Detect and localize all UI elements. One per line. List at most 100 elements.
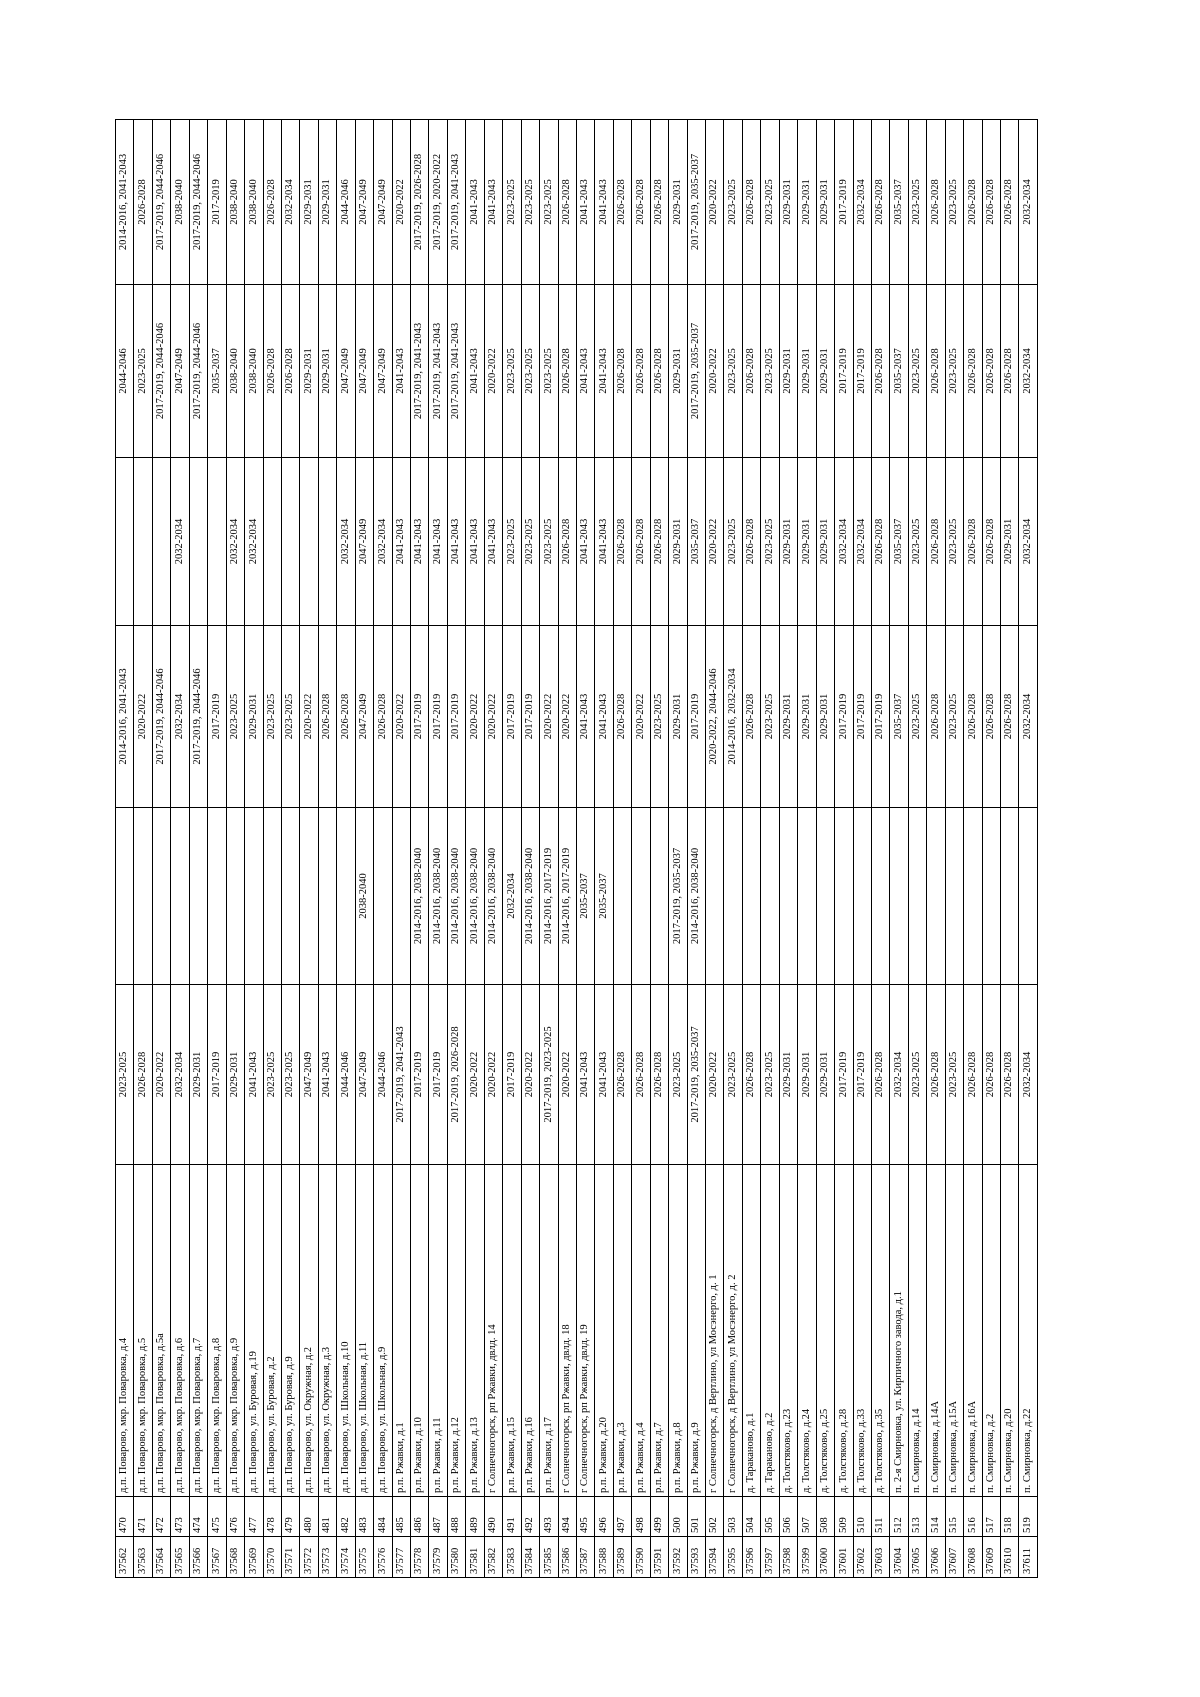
cell-period-col-4: 2032-2034 <box>373 457 393 626</box>
cell-period-col-6: 2026-2028 <box>963 119 983 285</box>
cell-period-col-5: 2032-2034 <box>1018 284 1038 458</box>
cell-period-col-3: 2026-2028 <box>1000 625 1019 808</box>
cell-record-id: 37565 <box>170 1536 190 1578</box>
cell-period-col-1: 2029-2031 <box>189 984 208 1165</box>
cell-row-number: 491 <box>502 1496 522 1537</box>
cell-period-col-6: 2032-2034 <box>1018 119 1038 285</box>
cell-period-col-5: 2047-2049 <box>170 284 190 458</box>
cell-period-col-6: 2026-2028 <box>982 119 1001 285</box>
cell-period-col-6: 2041-2043 <box>465 119 485 285</box>
cell-period-col-1: 2017-2019 <box>207 984 227 1165</box>
cell-period-col-5: 2029-2031 <box>318 284 337 458</box>
cell-record-id: 37567 <box>207 1536 227 1578</box>
cell-period-col-3: 2026-2028 <box>926 625 946 808</box>
cell-record-id: 37604 <box>889 1536 909 1578</box>
cell-row-number: 475 <box>207 1496 227 1537</box>
cell-period-col-2: 2032-2034 <box>502 807 522 985</box>
cell-period-col-2 <box>760 807 780 985</box>
cell-period-col-3: 2026-2028 <box>742 625 761 808</box>
cell-row-number: 507 <box>797 1496 817 1537</box>
cell-address: р.п. Ржавки, д.11 <box>428 1164 448 1497</box>
cell-record-id: 37598 <box>779 1536 798 1578</box>
cell-address: р.п. Ржавки, д.16 <box>521 1164 540 1497</box>
cell-period-col-1: 2032-2034 <box>889 984 909 1165</box>
cell-period-col-5: 2017-2019, 2044-2046 <box>189 284 208 458</box>
cell-row-number: 480 <box>299 1496 319 1537</box>
cell-period-col-3: 2023-2025 <box>945 625 964 808</box>
cell-period-col-4: 2041-2043 <box>484 457 503 626</box>
cell-period-col-3: 2020-2022 <box>465 625 485 808</box>
cell-period-col-2 <box>263 807 282 985</box>
cell-period-col-2 <box>797 807 817 985</box>
cell-record-id: 37605 <box>908 1536 927 1578</box>
cell-period-col-5: 2041-2043 <box>594 284 614 458</box>
cell-period-col-4 <box>115 457 134 626</box>
cell-period-col-3: 2017-2019 <box>871 625 890 808</box>
cell-period-col-4: 2023-2025 <box>502 457 522 626</box>
cell-row-number: 511 <box>871 1496 890 1537</box>
cell-record-id: 37601 <box>834 1536 853 1578</box>
cell-record-id: 37600 <box>816 1536 835 1578</box>
cell-row-number: 478 <box>263 1496 282 1537</box>
cell-address: р.п. Ржавки, д.20 <box>594 1164 614 1497</box>
cell-period-col-1: 2023-2025 <box>760 984 780 1165</box>
cell-row-number: 500 <box>668 1496 688 1537</box>
cell-period-col-2 <box>889 807 909 985</box>
cell-period-col-1: 2047-2049 <box>355 984 374 1165</box>
cell-period-col-4: 2032-2034 <box>853 457 872 626</box>
cell-record-id: 37591 <box>650 1536 669 1578</box>
cell-address: р.п. Ржавки, д.10 <box>410 1164 429 1497</box>
cell-period-col-3: 2023-2025 <box>263 625 282 808</box>
cell-record-id: 37563 <box>133 1536 153 1578</box>
cell-address: р.п. Ржавки, д.13 <box>465 1164 485 1497</box>
cell-period-col-3: 2023-2025 <box>226 625 245 808</box>
cell-period-col-6: 2023-2025 <box>723 119 743 285</box>
cell-row-number: 499 <box>650 1496 669 1537</box>
cell-period-col-6: 2032-2034 <box>853 119 872 285</box>
cell-period-col-2 <box>945 807 964 985</box>
cell-period-col-5: 2026-2028 <box>613 284 632 458</box>
cell-record-id: 37599 <box>797 1536 817 1578</box>
cell-period-col-1: 2041-2043 <box>244 984 263 1165</box>
cell-period-col-4 <box>263 457 282 626</box>
cell-row-number: 503 <box>723 1496 743 1537</box>
cell-period-col-2 <box>170 807 190 985</box>
cell-record-id: 37570 <box>263 1536 282 1578</box>
cell-address: г Солнечногорск, рп Ржавки, двлд. 18 <box>558 1164 577 1497</box>
cell-period-col-6: 2032-2034 <box>281 119 300 285</box>
cell-address: г Солнечногорск, рп Ржавки, двлд. 19 <box>576 1164 595 1497</box>
cell-period-col-4: 2020-2022 <box>705 457 724 626</box>
cell-period-col-5: 2041-2043 <box>465 284 485 458</box>
cell-period-col-6: 2026-2028 <box>613 119 632 285</box>
cell-period-col-1: 2020-2022 <box>558 984 577 1165</box>
cell-row-number: 473 <box>170 1496 190 1537</box>
cell-period-col-4: 2026-2028 <box>871 457 890 626</box>
cell-period-col-2 <box>189 807 208 985</box>
cell-record-id: 37568 <box>226 1536 245 1578</box>
cell-period-col-6: 2023-2025 <box>945 119 964 285</box>
cell-period-col-2 <box>742 807 761 985</box>
cell-address: д. Толстяково, д.25 <box>816 1164 835 1497</box>
cell-period-col-6: 2020-2022 <box>705 119 724 285</box>
cell-period-col-3: 2020-2022 <box>539 625 558 808</box>
cell-row-number: 472 <box>152 1496 171 1537</box>
cell-period-col-6: 2017-2019, 2035-2037 <box>687 119 706 285</box>
cell-period-col-6: 2041-2043 <box>594 119 614 285</box>
cell-period-col-3: 2032-2034 <box>170 625 190 808</box>
cell-period-col-1: 2026-2028 <box>982 984 1001 1165</box>
cell-period-col-3: 2047-2049 <box>355 625 374 808</box>
cell-record-id: 37594 <box>705 1536 724 1578</box>
cell-period-col-1: 2026-2028 <box>613 984 632 1165</box>
cell-period-col-2 <box>779 807 798 985</box>
cell-address: р.п. Ржавки, д.12 <box>447 1164 466 1497</box>
cell-period-col-1: 2023-2025 <box>115 984 134 1165</box>
